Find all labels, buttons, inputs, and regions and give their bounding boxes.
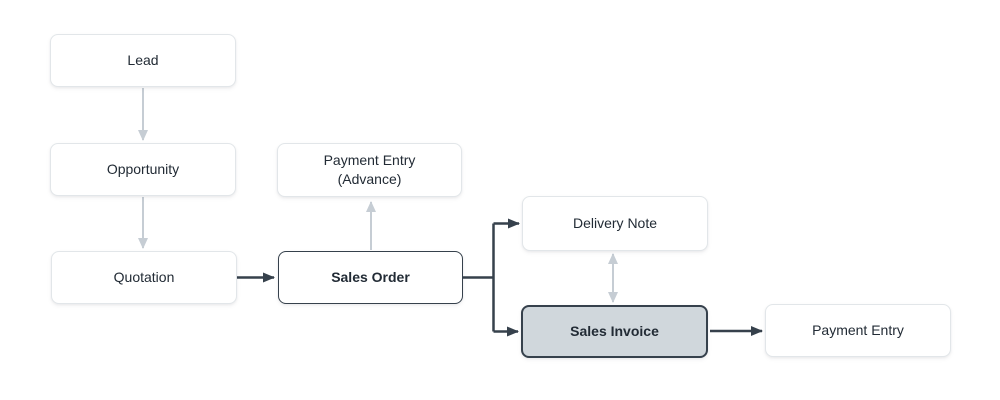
node-payment-entry-advance-label-line1: Payment Entry xyxy=(323,152,416,168)
edge-sales-order-branch-spine xyxy=(463,223,495,332)
node-sales-invoice-label: Sales Invoice xyxy=(570,323,659,339)
node-sales-order: Sales Order xyxy=(278,251,463,304)
node-lead-label: Lead xyxy=(127,52,159,68)
node-sales-order-label: Sales Order xyxy=(331,269,410,285)
node-payment-entry: Payment Entry xyxy=(765,304,951,357)
node-opportunity-label: Opportunity xyxy=(106,161,180,177)
node-quotation-label: Quotation xyxy=(113,269,175,285)
node-sales-invoice: Sales Invoice xyxy=(521,305,708,358)
node-payment-entry-advance-label-line2: (Advance) xyxy=(337,171,402,187)
node-delivery-note: Delivery Note xyxy=(522,196,708,251)
node-payment-entry-advance: Payment Entry (Advance) xyxy=(277,143,462,197)
node-payment-entry-label: Payment Entry xyxy=(812,322,904,338)
node-delivery-note-label: Delivery Note xyxy=(572,215,658,231)
node-lead: Lead xyxy=(50,34,236,87)
node-quotation: Quotation xyxy=(51,251,237,304)
node-opportunity: Opportunity xyxy=(50,143,236,196)
